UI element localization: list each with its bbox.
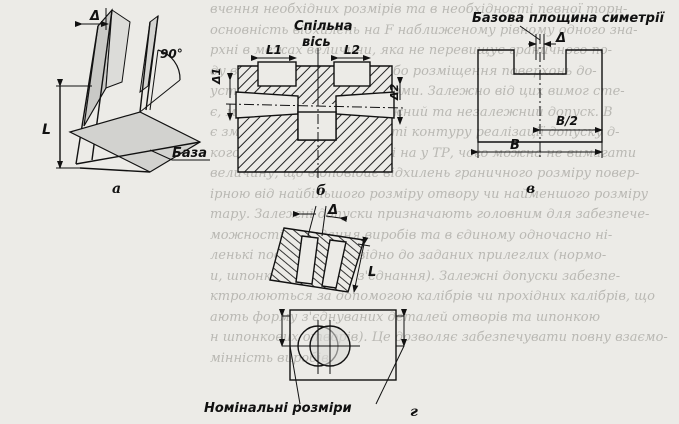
- caption-b: б: [316, 183, 326, 199]
- label-baza: База: [172, 146, 207, 161]
- figure-cones: [269, 205, 371, 293]
- label-delta-v: Δ: [555, 31, 566, 46]
- label-L2: L2: [344, 43, 360, 57]
- label-B2: B/2: [556, 114, 578, 128]
- bg-line: ірною від найбільшого розміру отвору чи …: [210, 186, 649, 202]
- bg-line: вчення необхідних розмірів та в необхідн…: [210, 2, 628, 17]
- label-delta2: Δ2: [388, 83, 401, 101]
- figure-a: [56, 8, 210, 173]
- label-delta-cones: Δ: [327, 203, 338, 218]
- label-bazova: Базова площина симетрії: [472, 11, 665, 26]
- label-delta1: Δ1: [210, 68, 223, 85]
- caption-g: г: [410, 404, 418, 420]
- label-nominal: Номінальні розміри: [204, 401, 352, 416]
- caption-v: в: [526, 181, 535, 197]
- figure-b: [225, 48, 405, 180]
- label-vis: вісь: [302, 35, 331, 50]
- label-L1: L1: [266, 43, 282, 57]
- label-L-cones: L: [368, 265, 376, 280]
- bg-line: тару. Залежні допуски призначають головн…: [210, 207, 650, 222]
- bg-line: мінність виробів.: [210, 350, 333, 366]
- label-angle: 90°: [160, 47, 183, 61]
- label-B: B: [510, 138, 520, 153]
- label-delta-a: Δ: [89, 9, 100, 24]
- label-L-a: L: [42, 122, 51, 138]
- bg-line: рхні в межах величини, яка не перевищує …: [210, 43, 613, 58]
- figure-g: [279, 309, 407, 405]
- label-spilna: Спільна: [294, 19, 352, 34]
- bg-line: ктролюються за допомогою калібрів чи про…: [210, 289, 655, 304]
- caption-a: а: [112, 181, 121, 197]
- figure-v: [471, 25, 603, 160]
